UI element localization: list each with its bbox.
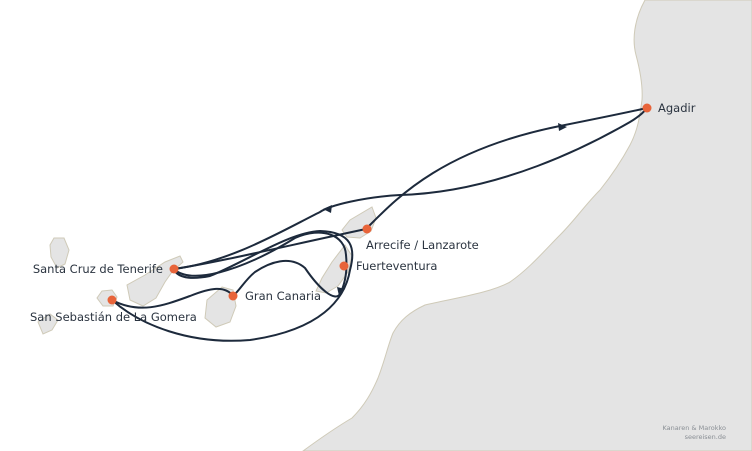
port-label-fuerteventura: Fuerteventura [356, 259, 437, 273]
mainland-africa [302, 0, 752, 451]
cruise-route [111, 107, 648, 342]
port-marker-la-gomera[interactable] [107, 295, 117, 305]
port-markers [107, 103, 652, 305]
arrow-west [323, 205, 332, 213]
port-label-tenerife: Santa Cruz de Tenerife [33, 262, 163, 276]
route-leg-agadir-tenerife [173, 107, 648, 270]
port-marker-fuerteventura[interactable] [339, 261, 349, 271]
arrow-south-fuerteventura [337, 287, 345, 296]
port-label-agadir: Agadir [658, 101, 696, 115]
route-leg-gran-canaria-gomera [111, 287, 234, 309]
map-credit: Kanaren & Marokko seereisen.de [663, 424, 726, 442]
route-leg-gomera-arrecife [111, 230, 354, 342]
route-leg-fuerteventura-gran-canaria [232, 259, 341, 298]
route-leg-tenerife-fuerteventura [173, 231, 348, 295]
route-leg-arrecife-agadir [173, 107, 648, 270]
port-marker-agadir[interactable] [642, 103, 652, 113]
port-label-la-gomera: San Sebastián de La Gomera [30, 310, 197, 324]
port-marker-tenerife[interactable] [169, 264, 179, 274]
port-label-arrecife: Arrecife / Lanzarote [366, 238, 479, 252]
credit-line-title: Kanaren & Marokko [662, 424, 726, 432]
credit-line-site: seereisen.de [684, 433, 726, 441]
island-la-palma [49, 237, 70, 269]
route-direction-arrows [323, 123, 567, 296]
port-label-gran-canaria: Gran Canaria [245, 289, 321, 303]
arrow-to-agadir [558, 123, 567, 131]
port-marker-gran-canaria[interactable] [228, 291, 238, 301]
island-el-hierro [37, 313, 59, 335]
port-marker-arrecife[interactable] [362, 224, 372, 234]
